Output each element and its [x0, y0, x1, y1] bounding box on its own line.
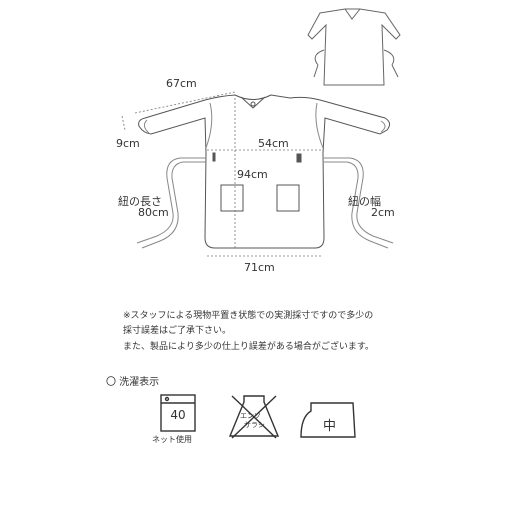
tie-right — [324, 157, 394, 244]
dimension-cuff — [121, 115, 126, 131]
chest-width-label: 54cm — [258, 137, 289, 150]
pocket-right — [276, 184, 300, 212]
iron-icon: 中 — [297, 395, 361, 443]
bleach-text-2: サラシ — [244, 421, 265, 429]
smock-front-illustration — [121, 91, 394, 257]
tie-width-value: 2cm — [371, 206, 395, 219]
cuff-left — [143, 119, 150, 134]
hem-width-label: 71cm — [244, 261, 275, 274]
iron-setting: 中 — [323, 419, 337, 434]
no-bleach-icon: エンソ サラシ — [226, 392, 282, 442]
sleeve-seam-right — [315, 102, 324, 149]
collar-button — [250, 101, 256, 107]
wash-icon: 40 ネット使用 — [152, 392, 200, 444]
garment-outline — [138, 94, 391, 249]
collar — [240, 96, 266, 109]
cuff-width-label: 9cm — [116, 137, 140, 150]
tie-right-inner — [324, 161, 389, 249]
note-line-1: ※スタッフによる現物平置き状態での実測採寸ですので多少の — [123, 311, 374, 321]
back-view-tie-right — [383, 49, 399, 78]
cuff-right — [380, 120, 386, 133]
dimension-sleeve — [134, 91, 236, 114]
tie-length-value: 80cm — [138, 206, 169, 219]
back-view-tie-left — [313, 49, 325, 78]
pocket-left — [220, 184, 244, 212]
care-heading: 〇 洗濯表示 — [106, 377, 160, 388]
back-view-body — [307, 8, 401, 86]
tie-left — [136, 157, 206, 244]
body-length-label: 94cm — [237, 168, 268, 181]
tie-left-inner — [141, 161, 206, 249]
wash-caption: ネット使用 — [152, 435, 192, 444]
tie-loop-left — [212, 152, 216, 162]
wash-temperature: 40 — [170, 408, 186, 422]
bleach-text-1: エンソ — [240, 412, 261, 420]
note-line-3: また、製品により多少の仕上り誤差がある場合がございます。 — [123, 342, 374, 352]
sleeve-seam-left — [205, 102, 213, 149]
tie-width-title: 紐の幅 — [348, 195, 381, 208]
back-view-opening — [344, 8, 361, 20]
back-view-illustration — [307, 8, 401, 86]
tie-length-title: 紐の長さ — [118, 195, 162, 208]
tie-loop-right — [296, 153, 302, 163]
note-line-2: 採寸誤差はご了承下さい。 — [123, 326, 232, 336]
sleeve-length-label: 67cm — [166, 77, 197, 90]
